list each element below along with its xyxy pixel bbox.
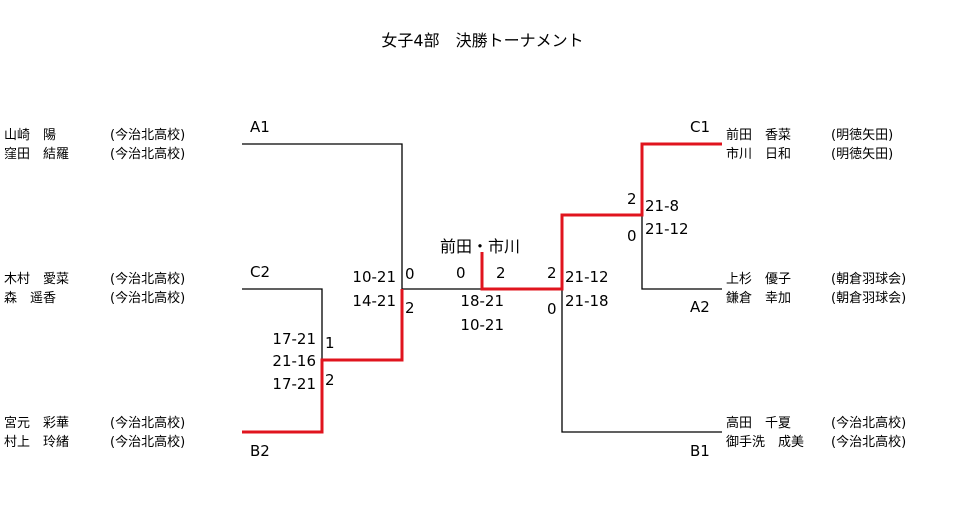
games-won: 2 <box>325 371 335 389</box>
slot-label: B2 <box>250 442 270 460</box>
player-name: 森 遥香 <box>4 291 57 306</box>
line-a1 <box>242 143 403 289</box>
set-score: 14-21 <box>352 292 396 310</box>
games-won: 2 <box>547 264 557 282</box>
set-score: 21-12 <box>645 220 689 238</box>
team-name: (今治北高校) <box>110 291 186 306</box>
player-name: 市川 日和 <box>726 147 792 162</box>
set-score: 17-21 <box>272 330 316 348</box>
player-name: 上杉 優子 <box>726 272 792 287</box>
set-score: 10-21 <box>352 268 396 286</box>
page-title: 女子4部 決勝トーナメント <box>381 31 584 50</box>
set-score: 21-16 <box>272 352 316 370</box>
player-name: 鎌倉 幸加 <box>726 291 792 306</box>
slot-label: C1 <box>690 118 711 136</box>
set-score: 21-12 <box>565 268 609 286</box>
team-name: (今治北高校) <box>831 435 907 450</box>
games-won: 0 <box>547 300 557 318</box>
team-name: (今治北高校) <box>110 435 186 450</box>
player-name: 山崎 陽 <box>4 128 57 143</box>
team-name: (今治北高校) <box>110 147 186 162</box>
player-name: 高田 千夏 <box>726 416 792 431</box>
team-name: (朝倉羽球会) <box>831 272 907 287</box>
player-name: 木村 愛菜 <box>4 272 70 287</box>
team-name: (今治北高校) <box>110 128 186 143</box>
champion-label: 前田・市川 <box>440 237 521 256</box>
games-won: 1 <box>325 334 335 352</box>
team-name: (明徳矢田) <box>831 128 894 143</box>
player-name: 宮元 彩華 <box>4 416 70 431</box>
team-name: (今治北高校) <box>110 416 186 431</box>
slot-label: B1 <box>690 442 710 460</box>
set-score: 18-21 <box>460 292 504 310</box>
slot-label: A2 <box>690 298 710 316</box>
team-name: (今治北高校) <box>110 272 186 287</box>
team-name: (朝倉羽球会) <box>831 291 907 306</box>
set-score: 21-18 <box>565 292 609 310</box>
line-c2 <box>242 288 323 360</box>
team-name: (今治北高校) <box>831 416 907 431</box>
games-won: 2 <box>405 299 415 317</box>
player-name: 前田 香菜 <box>726 128 792 143</box>
set-score: 10-21 <box>460 316 504 334</box>
slot-label: A1 <box>250 118 270 136</box>
player-name: 窪田 結羅 <box>4 147 70 162</box>
games-won-left: 0 <box>456 264 466 282</box>
win-path-right <box>480 142 722 291</box>
slot-label: C2 <box>250 263 271 281</box>
games-won: 2 <box>627 190 637 208</box>
win-path-left <box>242 289 404 434</box>
line-a2 <box>641 215 722 290</box>
games-won: 0 <box>405 265 415 283</box>
team-name: (明徳矢田) <box>831 147 894 162</box>
player-name: 御手洗 成美 <box>726 435 805 450</box>
games-won-right: 2 <box>496 264 506 282</box>
games-won: 0 <box>627 227 637 245</box>
set-score: 17-21 <box>272 375 316 393</box>
set-score: 21-8 <box>645 197 680 215</box>
line-b1 <box>561 289 722 433</box>
player-name: 村上 玲緒 <box>4 435 70 450</box>
